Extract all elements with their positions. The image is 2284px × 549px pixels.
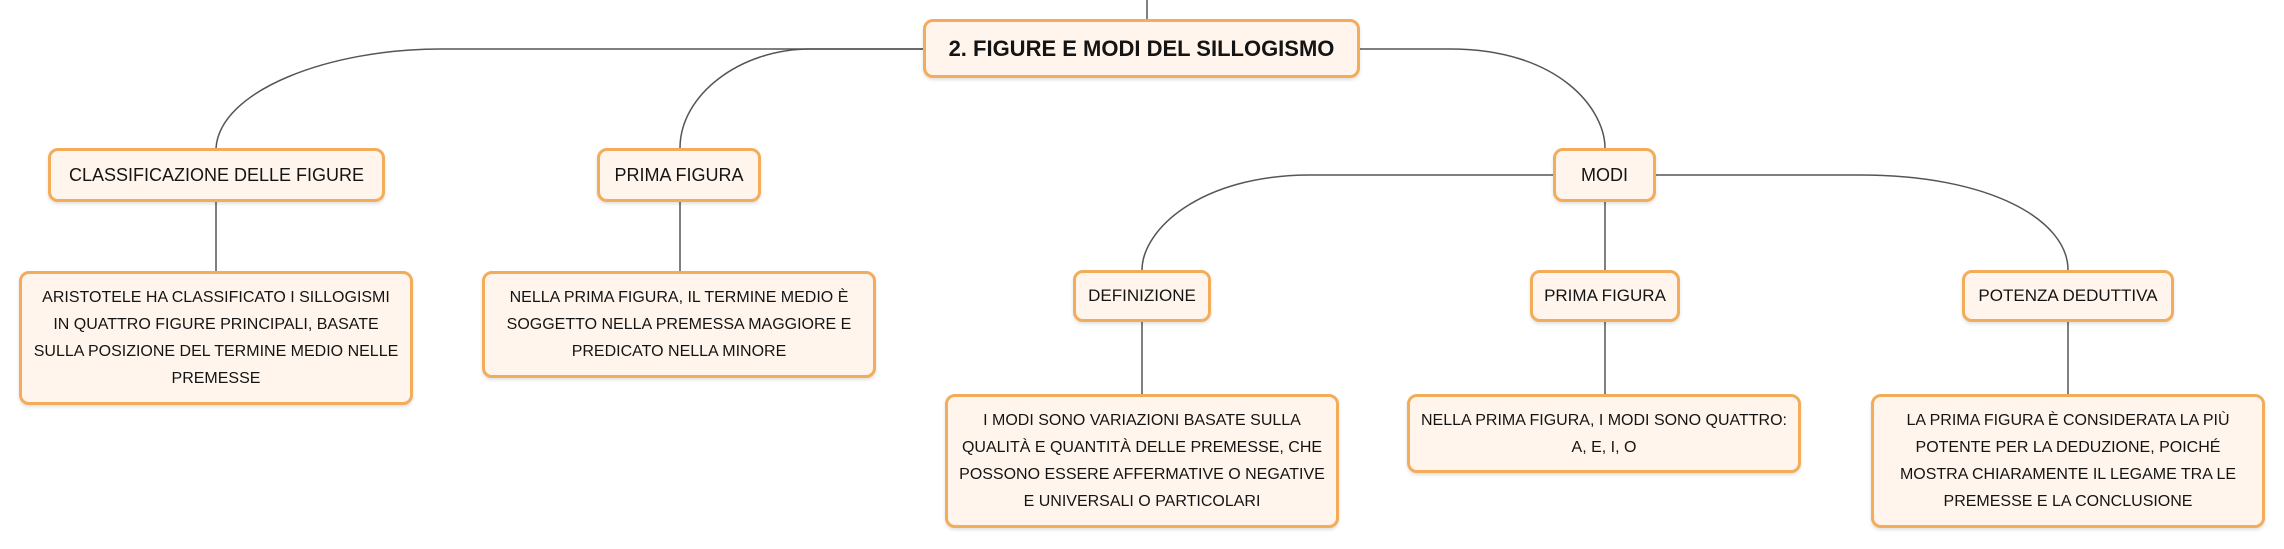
connector-root-classificazione: [215, 48, 923, 149]
connector-root-modi: [1360, 48, 1606, 149]
node-potenza-deduttiva[interactable]: POTENZA DEDUTTIVA: [1962, 270, 2174, 322]
node-classificazione[interactable]: CLASSIFICAZIONE DELLE FIGURE: [48, 148, 385, 202]
node-prima-figura-label: PRIMA FIGURA: [614, 164, 744, 185]
node-modi[interactable]: MODI: [1553, 148, 1656, 202]
connector-modi-definizione: [1141, 174, 1553, 271]
node-definizione-detail[interactable]: I MODI SONO VARIAZIONI BASATE SULLA QUAL…: [945, 394, 1339, 528]
node-prima-figura-detail[interactable]: NELLA PRIMA FIGURA, IL TERMINE MEDIO È S…: [482, 271, 876, 378]
node-modi-prima-figura-detail-text: NELLA PRIMA FIGURA, I MODI SONO QUATTRO:…: [1421, 411, 1787, 456]
node-potenza-deduttiva-detail[interactable]: LA PRIMA FIGURA È CONSIDERATA LA PIÙ POT…: [1871, 394, 2265, 528]
node-classificazione-detail[interactable]: ARISTOTELE HA CLASSIFICATO I SILLOGISMI …: [19, 271, 413, 405]
node-definizione[interactable]: DEFINIZIONE: [1073, 270, 1211, 322]
connector-modi-potenza: [1656, 174, 2069, 271]
node-definizione-label: DEFINIZIONE: [1088, 286, 1196, 305]
node-modi-prima-figura-detail[interactable]: NELLA PRIMA FIGURA, I MODI SONO QUATTRO:…: [1407, 394, 1801, 473]
root-node[interactable]: 2. FIGURE E MODI DEL SILLOGISMO: [923, 19, 1360, 78]
node-modi-label: MODI: [1581, 164, 1628, 185]
node-potenza-deduttiva-detail-text: LA PRIMA FIGURA È CONSIDERATA LA PIÙ POT…: [1899, 412, 2237, 510]
root-label: 2. FIGURE E MODI DEL SILLOGISMO: [948, 35, 1335, 61]
node-definizione-detail-text: I MODI SONO VARIAZIONI BASATE SULLA QUAL…: [959, 412, 1325, 510]
node-modi-prima-figura[interactable]: PRIMA FIGURA: [1530, 270, 1680, 322]
node-modi-prima-figura-label: PRIMA FIGURA: [1544, 286, 1666, 305]
node-classificazione-label: CLASSIFICAZIONE DELLE FIGURE: [68, 164, 365, 185]
node-potenza-deduttiva-label: POTENZA DEDUTTIVA: [1978, 286, 2158, 305]
node-classificazione-detail-text: ARISTOTELE HA CLASSIFICATO I SILLOGISMI …: [33, 289, 399, 387]
node-prima-figura-detail-text: NELLA PRIMA FIGURA, IL TERMINE MEDIO È S…: [506, 289, 852, 360]
connector-root-primafigura: [679, 48, 923, 149]
node-prima-figura[interactable]: PRIMA FIGURA: [597, 148, 761, 202]
